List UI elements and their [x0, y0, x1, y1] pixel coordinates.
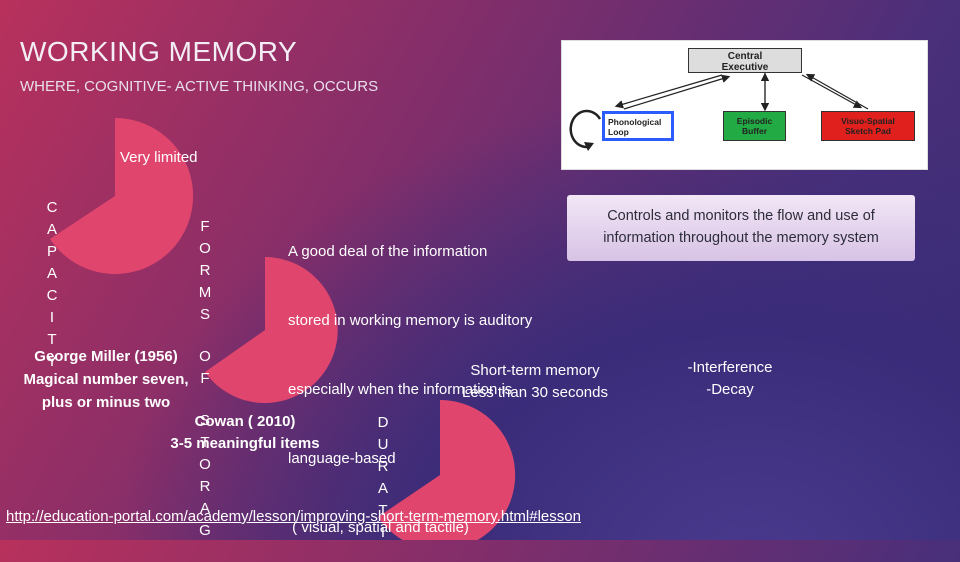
miller-line: Magical number seven, [23, 371, 189, 388]
episodic-buffer-box: Episodic Buffer [723, 111, 786, 141]
storage-vertical-word: S T O R A G [197, 410, 213, 542]
miller-line: plus or minus two [41, 394, 171, 411]
cowan-note: Cowan ( 2010) 3-5 meaningful items [150, 411, 340, 455]
capacity-letter: Y [46, 353, 57, 370]
forms-letter: M [198, 284, 212, 301]
arrow-from-sketchpad [805, 73, 869, 110]
capacity-letter: I [49, 309, 55, 326]
capacity-letter: P [46, 243, 57, 260]
of-vertical-word: O F [197, 346, 213, 390]
central-executive-box: Central Executive [688, 48, 802, 73]
arrow-from-loop [623, 74, 731, 110]
auditory-line: especially when the information is [288, 381, 513, 398]
forms-letter: S [199, 306, 210, 323]
central-executive-line2: Executive [721, 62, 769, 73]
diagram-arrows [569, 72, 869, 151]
auditory-note: A good deal of the information stored in… [288, 194, 532, 562]
short-term-memory-note: Short-term memory Less than 30 seconds [445, 360, 625, 404]
forms-letter: O [199, 240, 211, 257]
storage-letter: T [200, 434, 210, 451]
slide-subtitle: WHERE, COGNITIVE- ACTIVE THINKING, OCCUR… [20, 78, 379, 95]
miller-note: George Miller (1956) Magical number seve… [16, 345, 196, 414]
capacity-heading: Very limited [120, 149, 198, 166]
storage-letter: R [199, 478, 211, 495]
short-term-line: Short-term memory [470, 362, 600, 379]
capacity-letter: C [46, 199, 58, 216]
loop-arrowhead-icon [584, 142, 594, 151]
slide-title: WORKING MEMORY [20, 36, 298, 67]
phonological-loop-box: Phonological Loop [602, 111, 674, 141]
forgetting-line: -Decay [706, 381, 754, 398]
duration-letter: R [377, 458, 389, 475]
auditory-line: language-based [288, 450, 396, 467]
duration-letter: A [377, 480, 388, 497]
capacity-pie [50, 117, 194, 274]
forms-vertical-word: F O R M S [197, 216, 213, 326]
storage-letter: O [199, 456, 211, 473]
callout-line: information throughout the memory system [603, 230, 879, 246]
duration-letter: D [377, 414, 389, 431]
forms-letter: F [200, 218, 210, 235]
auditory-line: stored in working memory is auditory [288, 312, 533, 329]
capacity-letter: T [47, 331, 57, 348]
auditory-line: A good deal of the information [288, 243, 488, 260]
arrow-to-loop [614, 74, 723, 109]
capacity-vertical-word: C A P A C I T Y [44, 197, 60, 373]
duration-vertical-word: D U R A T I [375, 412, 391, 544]
storage-letter: A [199, 500, 210, 517]
capacity-letter: C [46, 287, 58, 304]
duration-letter: T [378, 502, 388, 519]
phonological-loop-line1: Phonological [608, 117, 662, 127]
forgetting-line: -Interference [687, 359, 773, 376]
storage-letter: G [199, 522, 211, 539]
callout-line: Controls and monitors the flow and use o… [607, 208, 875, 224]
duration-letter: U [377, 436, 389, 453]
phonological-loop-line2: Loop [608, 127, 629, 137]
arrow-to-sketchpad [801, 74, 863, 109]
visuo-spatial-line1: Visuo-Spatial [841, 116, 895, 126]
cowan-line: 3-5 meaningful items [170, 435, 320, 452]
source-link[interactable]: http://education-portal.com/academy/less… [6, 508, 581, 525]
episodic-buffer-line2: Buffer [741, 126, 768, 136]
short-term-line: Less than 30 seconds [462, 384, 608, 401]
of-letter: O [199, 348, 211, 365]
working-memory-model-diagram: Central Executive Phonological Loop Epis… [561, 40, 928, 170]
duration-letter: I [380, 524, 386, 541]
central-executive-line1: Central [727, 51, 763, 62]
visuo-spatial-line2: Sketch Pad [845, 126, 891, 136]
storage-letter: S [199, 412, 210, 429]
cowan-line: Cowan ( 2010) [194, 413, 296, 430]
visuo-spatial-sketchpad-box: Visuo-Spatial Sketch Pad [821, 111, 915, 141]
rehearsal-loop-icon [569, 109, 602, 149]
capacity-letter: A [46, 265, 57, 282]
forms-letter: R [199, 262, 211, 279]
of-letter: F [200, 370, 210, 387]
capacity-letter: A [46, 221, 57, 238]
miller-line: George Miller (1956) [34, 348, 178, 365]
central-executive-callout: Controls and monitors the flow and use o… [567, 195, 915, 261]
forgetting-causes: -Interference -Decay [675, 357, 785, 401]
auditory-line: ( visual, spatial and tactile) [288, 519, 469, 536]
episodic-buffer-line1: Episodic [736, 116, 773, 126]
